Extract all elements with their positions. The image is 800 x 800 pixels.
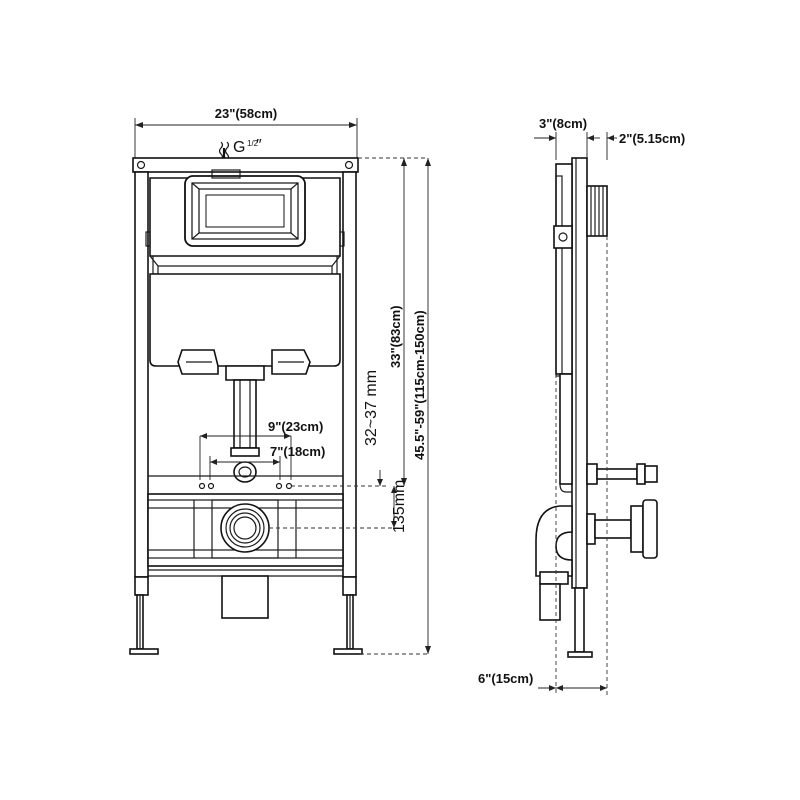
width-dimension: 23"(58cm)	[134, 106, 358, 160]
bolt-offset-label: 32~37 mm	[363, 370, 380, 446]
outlet-pipe	[221, 575, 269, 619]
depth-dimensions-top: 3"(8cm) 2"(5.15cm)	[534, 116, 685, 160]
side-outlet-connector	[586, 499, 658, 559]
side-waste-elbow	[535, 505, 573, 621]
side-flush-plate	[586, 185, 608, 237]
depth-total-label: 6"(15cm)	[478, 671, 533, 686]
cistern-body	[149, 273, 341, 367]
bolt-spacing-7-label: 7"(18cm)	[270, 444, 325, 459]
side-inlet-connector	[586, 463, 658, 485]
flush-pipe	[233, 379, 257, 449]
side-view: 3"(8cm) 2"(5.15cm)	[478, 116, 685, 696]
depth-frame-label: 3"(8cm)	[539, 116, 587, 131]
lower-bracket	[147, 493, 398, 567]
side-cistern	[555, 163, 573, 375]
width-label: 23"(58cm)	[215, 106, 278, 121]
bolt-spacing-dimensions: 9"(23cm) 7"(18cm)	[199, 419, 325, 480]
total-height-label: 45.5"-59"(115cm-150cm)	[412, 310, 427, 460]
outlet-offset-label: 135mm	[391, 480, 408, 533]
side-frame-post	[571, 157, 588, 589]
bolt-spacing-9-label: 9"(23cm)	[268, 419, 323, 434]
front-view: 23"(58cm) G 1/2 ″	[129, 106, 431, 655]
tank-height-label: 33"(83cm)	[388, 305, 403, 368]
flush-valve-opening	[184, 169, 306, 247]
frame-top-bar	[132, 157, 359, 173]
height-dimensions: 33"(83cm) 45.5"-59"(115cm-150cm) 32~37 m…	[358, 157, 431, 654]
legs	[129, 576, 430, 655]
frame-right-post	[342, 171, 357, 578]
inlet-thread-fraction: 1/2	[247, 139, 259, 148]
inlet-thread-suffix: ″	[256, 137, 262, 154]
depth-dimension-bottom: 6"(15cm)	[478, 236, 608, 696]
depth-plate-label: 2"(5.15cm)	[619, 131, 685, 146]
inlet-thread-label: G	[233, 139, 245, 156]
